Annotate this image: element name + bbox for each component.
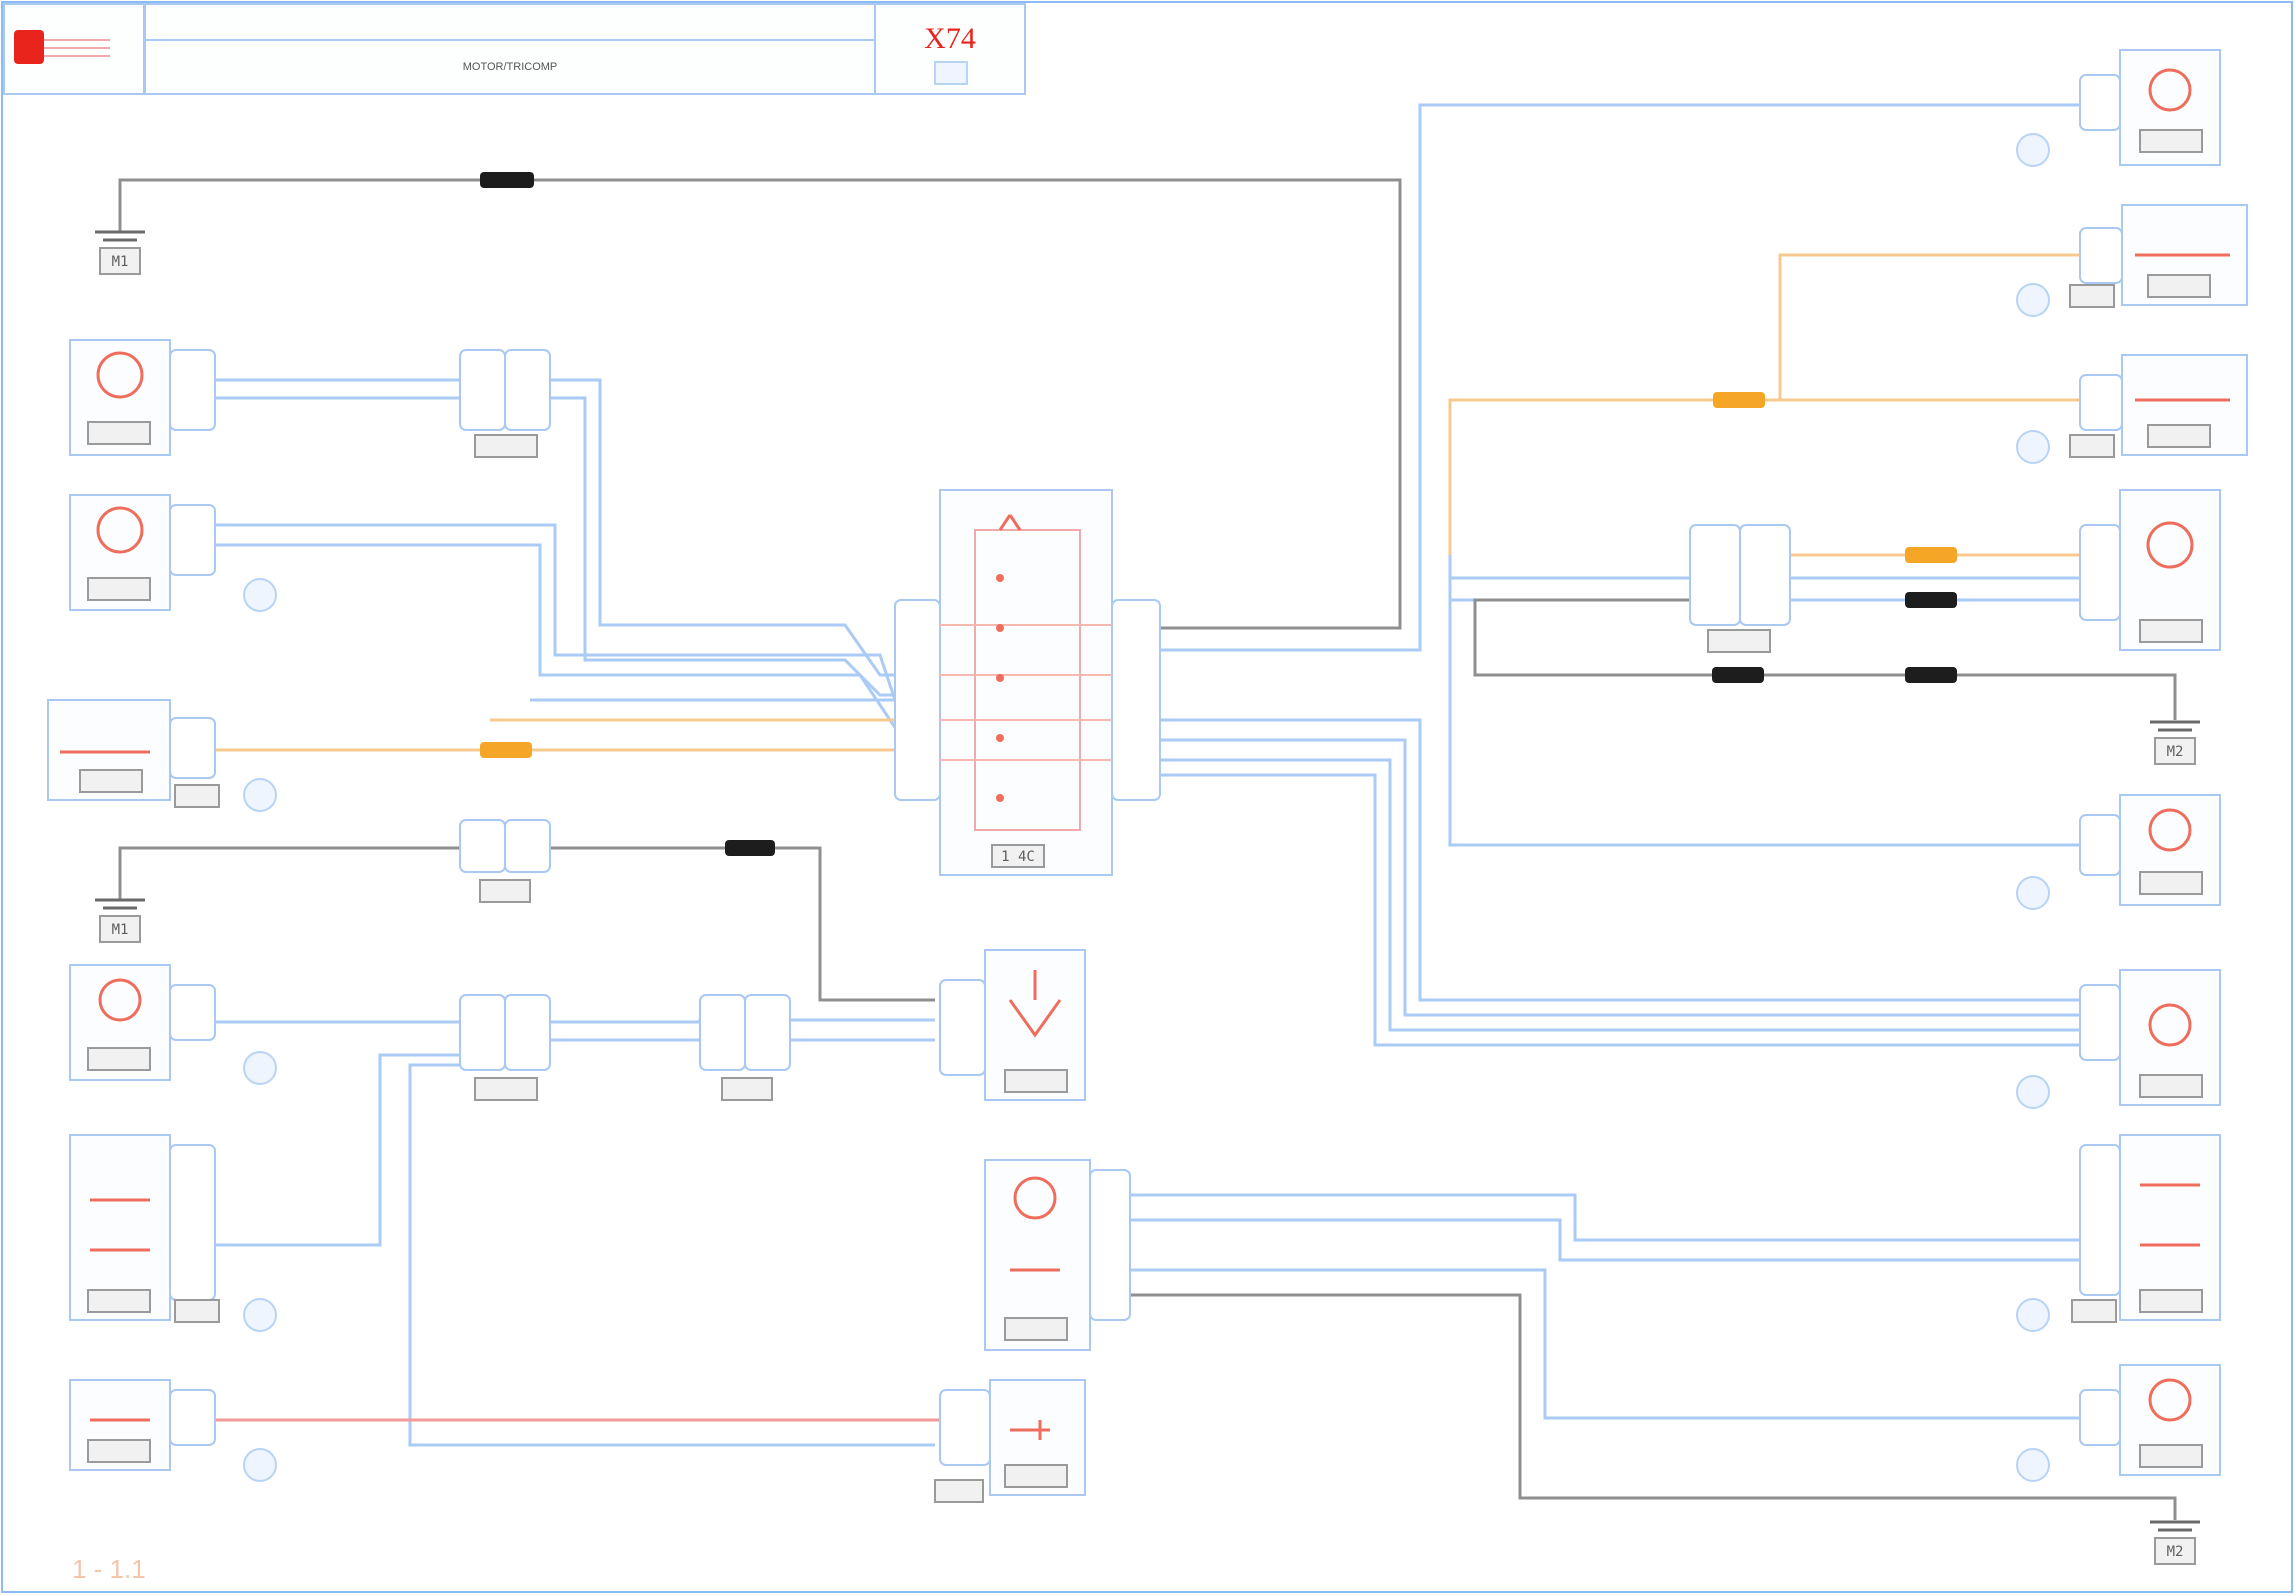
- ground-label-2: M1: [112, 922, 129, 938]
- component-right-7: [2016, 1134, 2221, 1332]
- footer-code: 1 - 1.1: [72, 1554, 146, 1584]
- central-inner: [974, 529, 1081, 831]
- ground-label-1: M1: [112, 254, 129, 270]
- component-left-4: [69, 964, 277, 1085]
- ref-circle-r1: [2016, 133, 2050, 167]
- ref-circle-l4: [243, 1051, 277, 1085]
- ref-circle-r5: [2016, 876, 2050, 910]
- wire-bc-3: [1130, 1268, 2080, 1420]
- ref-circle-l2: [243, 578, 277, 612]
- component-right-6: [2016, 969, 2221, 1109]
- central-tag: [991, 844, 1045, 868]
- ground-symbol-2: M1: [95, 898, 145, 943]
- ref-circle-l5: [243, 1298, 277, 1332]
- component-left-5: [69, 1134, 277, 1332]
- central-tag-text: 1 4C: [1001, 849, 1035, 865]
- wire-r4: [1160, 773, 2080, 1047]
- connector-block-2: [459, 819, 551, 903]
- wire-l2b: [215, 543, 902, 736]
- wire-orange-top: [1448, 253, 2080, 555]
- diagram-code: X74: [924, 22, 976, 55]
- component-right-8: [2016, 1364, 2221, 1482]
- wire-l1d: [550, 396, 900, 697]
- diagram-caption: MOTOR/TRICOMP: [463, 61, 558, 73]
- ref-circle-l3: [243, 778, 277, 812]
- ref-circle-r3: [2016, 430, 2050, 464]
- ref-circle-r8: [2016, 1448, 2050, 1482]
- splice-orange-2: [1713, 392, 1765, 408]
- splice-orange-1: [480, 742, 532, 758]
- logo-icon: [14, 30, 44, 64]
- wire-rm-1: [1448, 555, 2080, 847]
- wire-l2a: [215, 523, 902, 716]
- wire-r3: [1160, 758, 2080, 1032]
- component-right-3: [2016, 354, 2248, 464]
- splice-black-1: [480, 172, 534, 188]
- component-left-3: [47, 699, 277, 812]
- wire-l5b: [408, 1063, 935, 1447]
- wire-bc-1: [1130, 1193, 2080, 1242]
- connector-block-1: [459, 349, 551, 458]
- wire-bc-ground: [1130, 1293, 2177, 1520]
- central-right-connector: [1111, 599, 1161, 801]
- splice-black-5: [1905, 667, 1957, 683]
- component-left-6: [69, 1379, 277, 1482]
- splice-black-2: [725, 840, 775, 856]
- component-left-1: [69, 339, 216, 456]
- ref-circle-l6: [243, 1448, 277, 1482]
- splice-black-4: [1712, 667, 1764, 683]
- component-right-1: [2016, 49, 2221, 167]
- wire-l5: [215, 1053, 460, 1247]
- connector-block-right: [1689, 524, 1791, 653]
- ground-symbol-1: M1: [95, 230, 145, 275]
- title-block: MOTOR/TRICOMP X74: [3, 3, 1026, 95]
- wire-r2: [1160, 738, 2080, 1017]
- central-left-connector: [894, 599, 941, 801]
- central-module: 1 4C: [894, 489, 1161, 876]
- ref-circle-r2: [2016, 283, 2050, 317]
- ground-label-3: M2: [2167, 744, 2184, 760]
- wire-ground-right: [1473, 598, 2177, 720]
- splice-orange-3: [1905, 547, 1957, 563]
- ref-circle-r7: [2016, 1298, 2050, 1332]
- component-bottom-center: [984, 1159, 1131, 1351]
- component-center-relay: [939, 949, 1086, 1101]
- component-bottom-switch: [934, 1379, 1086, 1503]
- ground-symbol-3: M2: [2150, 720, 2200, 765]
- ground-symbol-4: M2: [2150, 1520, 2200, 1565]
- wire-bc-2: [1130, 1218, 2080, 1262]
- connector-block-3: [459, 994, 551, 1101]
- component-right-5: [2016, 794, 2221, 910]
- wire-ground-top: [118, 178, 1402, 630]
- connector-block-4: [699, 994, 791, 1101]
- wire-l1c: [550, 378, 900, 677]
- component-right-2: [2016, 204, 2248, 317]
- ref-circle-r6: [2016, 1075, 2050, 1109]
- wire-r1: [1160, 718, 2080, 1002]
- component-left-2: [69, 494, 277, 612]
- splice-black-3: [1905, 592, 1957, 608]
- component-right-4: [2079, 489, 2221, 651]
- ground-label-4: M2: [2167, 1544, 2184, 1560]
- wire-top-right: [1160, 103, 2080, 652]
- wire-ground-mid: [118, 846, 935, 1002]
- central-module-box: [939, 489, 1113, 876]
